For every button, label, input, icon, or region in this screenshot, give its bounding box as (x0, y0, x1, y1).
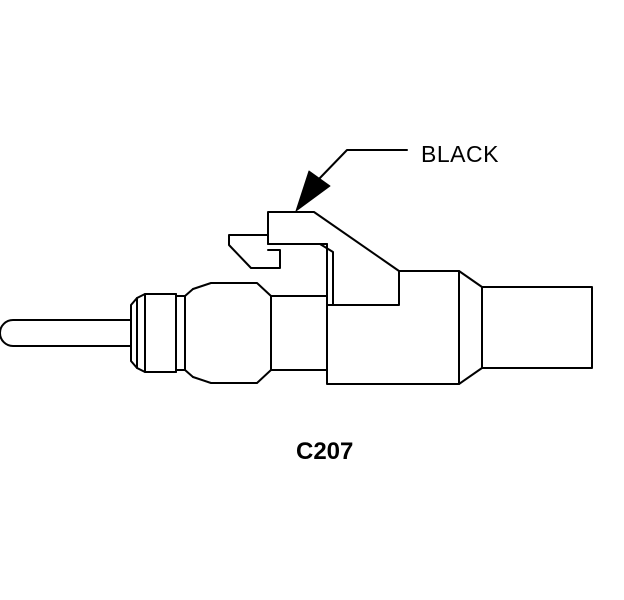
callout-leader (317, 149, 408, 181)
wire-seal-step (175, 288, 194, 378)
rear-sleeve (481, 286, 593, 369)
connector-id-label: C207 (296, 438, 354, 465)
locking-tab (267, 211, 400, 306)
callout-label: BLACK (421, 141, 499, 167)
callout-arrowhead (295, 170, 331, 212)
terminal-barrel (192, 282, 328, 384)
wire (0, 319, 132, 347)
latch-finger (228, 234, 281, 269)
